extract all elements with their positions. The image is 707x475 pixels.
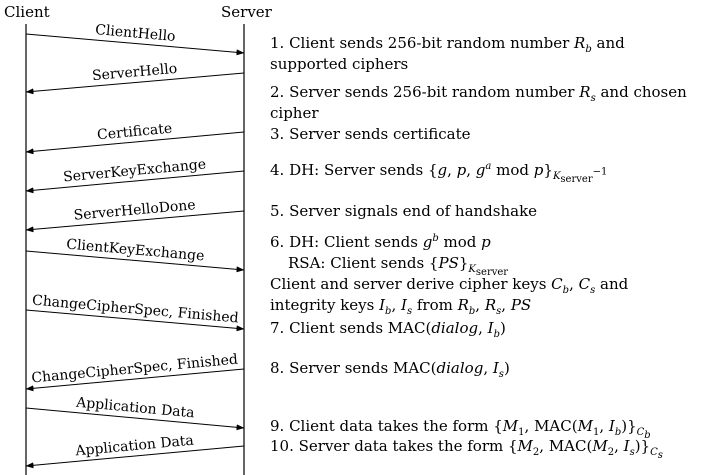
- message-arrow-9: [25, 407, 245, 431]
- step-4-formula: {g, p, ga mod p}Kserver−1: [427, 161, 608, 185]
- message-label-7: ChangeCipherSpec, Finished: [31, 293, 239, 327]
- message-label-9: Application Data: [75, 395, 196, 422]
- message-arrow-7: [25, 309, 245, 332]
- step-6-rsa: RSA: Client sends {PS}Kserver: [288, 254, 509, 278]
- message-label-2: ServerHello: [91, 61, 177, 84]
- step-3: 3. Server sends certificate: [270, 125, 471, 143]
- server-label: Server: [221, 3, 273, 21]
- step-6-dh: 6. DH: Client sends gb mod p: [270, 233, 491, 251]
- step-9: 9. Client data takes the form {M1, MAC(M…: [270, 417, 651, 441]
- message-label-5: ServerHelloDone: [73, 197, 196, 224]
- step-2-var: Rs: [579, 83, 596, 104]
- message-label-8: ChangeCipherSpec, Finished: [31, 352, 239, 387]
- message-arrow-6: [25, 250, 245, 273]
- message-arrow-3: [25, 131, 245, 155]
- step-4: 4. DH: Server sends {g, p, ga mod p}Kser…: [270, 160, 695, 185]
- message-label-3: Certificate: [96, 121, 172, 144]
- message-arrow-10: [25, 445, 245, 469]
- message-arrow-8: [25, 368, 245, 392]
- step-2: 2. Server sends 256-bit random number Rs…: [270, 82, 695, 124]
- step-2-text-a: 2. Server sends 256-bit random number: [270, 83, 580, 101]
- message-arrow-4: [25, 170, 245, 194]
- step-1-text-a: 1. Client sends 256-bit random number: [270, 34, 575, 52]
- message-arrows: ClientHelloServerHelloCertificateServerK…: [25, 22, 245, 469]
- step-1-var: Rb: [574, 34, 592, 55]
- step-5: 5. Server signals end of handshake: [270, 202, 538, 220]
- step-1: 1. Client sends 256-bit random number Rb…: [270, 33, 695, 75]
- step-8: 8. Server sends MAC(dialog, Is): [270, 359, 510, 380]
- step-4-text: 4. DH: Server sends: [270, 161, 428, 179]
- message-label-10: Application Data: [74, 433, 195, 460]
- client-label: Client: [4, 3, 50, 21]
- step-6: 6. DH: Client sends gb mod p RSA: Client…: [270, 232, 695, 317]
- message-arrow-1: [25, 33, 245, 56]
- step-7: 7. Client sends MAC(dialog, Ib): [270, 319, 506, 340]
- message-arrow-2: [25, 72, 245, 95]
- step-10: 10. Server data takes the form {M2, MAC(…: [270, 437, 663, 461]
- message-arrow-5: [25, 210, 245, 233]
- step-2-text-b: and chosen cipher: [270, 83, 687, 122]
- step-1-text-b: and supported ciphers: [270, 34, 625, 73]
- step-6-derive: Client and server derive cipher keys Cb,…: [270, 275, 629, 317]
- message-label-1: ClientHello: [95, 22, 177, 45]
